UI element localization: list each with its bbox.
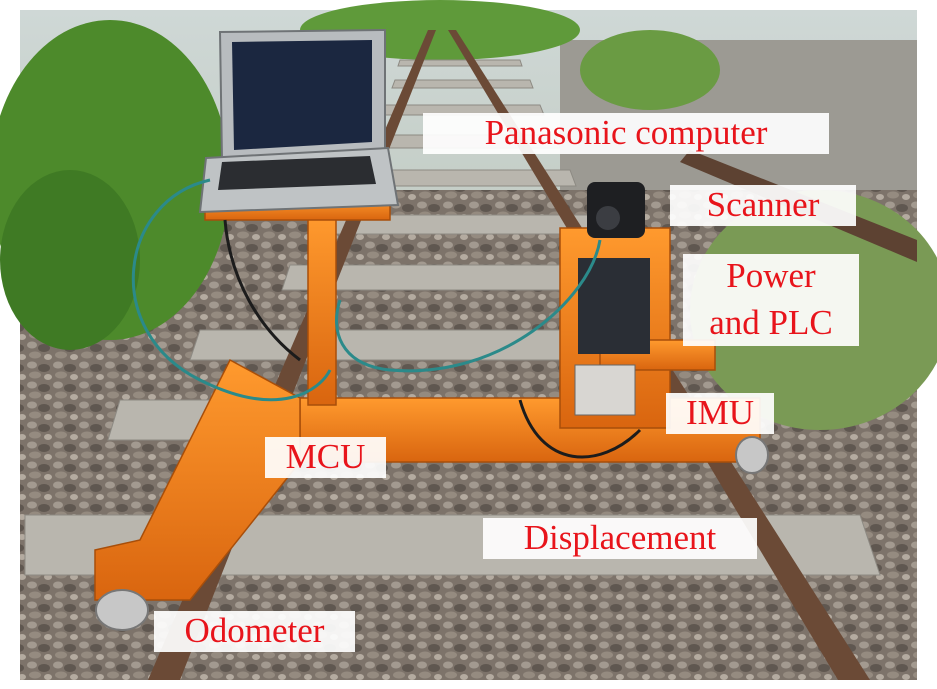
rail-wheel-right bbox=[735, 436, 769, 474]
label-panasonic-computer: Panasonic computer bbox=[423, 113, 829, 154]
cables bbox=[131, 178, 642, 459]
trolley-mast bbox=[307, 214, 337, 406]
label-mcu: MCU bbox=[265, 437, 386, 478]
bush-left-2 bbox=[0, 170, 140, 350]
odometer-wheel bbox=[95, 589, 149, 631]
label-power-line2: and PLC bbox=[709, 302, 833, 342]
scanner-device bbox=[587, 182, 645, 238]
imu-box bbox=[574, 364, 636, 416]
label-odometer: Odometer bbox=[154, 611, 355, 652]
laptop bbox=[198, 28, 400, 214]
label-imu: IMU bbox=[666, 393, 774, 434]
label-power-line1: Power bbox=[726, 256, 816, 295]
label-displacement: Displacement bbox=[483, 518, 757, 559]
wheels bbox=[95, 436, 769, 631]
label-power-and-plc: Power and PLC bbox=[683, 254, 859, 346]
grass-right-2 bbox=[580, 30, 720, 110]
label-scanner: Scanner bbox=[670, 185, 856, 226]
electronics-box bbox=[578, 258, 650, 354]
